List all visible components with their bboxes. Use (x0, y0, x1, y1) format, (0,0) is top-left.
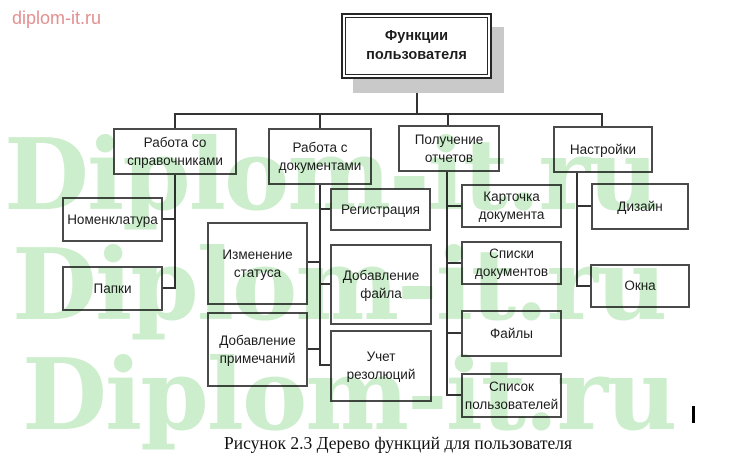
node-folders: Папки (62, 266, 163, 311)
node-resolutions: Учет резолюций (330, 330, 432, 402)
connector-drop-references (174, 113, 176, 130)
text-cursor (692, 406, 695, 423)
node-nomenclature: Номенклатура (62, 197, 163, 242)
figure-caption: Рисунок 2.3 Дерево функций для пользоват… (224, 433, 573, 453)
connector-stub-status-change (307, 261, 321, 263)
node-label: Настройки (569, 141, 637, 157)
connector-stub-windows (576, 285, 592, 287)
connector-reports-trunk (446, 172, 448, 396)
connector-drop-reports (447, 113, 449, 127)
node-files: Файлы (461, 310, 562, 357)
node-label: Добавление примечаний (219, 332, 296, 366)
connector-stub-user-list (446, 394, 463, 396)
connector-stub-add-notes (307, 348, 321, 350)
node-work-with-references: Работа со справочниками (113, 128, 237, 175)
connector-drop-settings (601, 113, 603, 128)
connector-stub-nomenclature (162, 218, 176, 220)
node-label: Номенклатура (67, 211, 158, 227)
node-label: Папки (93, 280, 132, 296)
node-label: Регистрация (341, 201, 420, 217)
node-doc-card: Карточка документа (461, 184, 562, 228)
node-label: Изменение статуса (222, 246, 293, 280)
node-label: Работа с документами (278, 139, 362, 173)
node-label: Списки документов (475, 246, 548, 279)
connector-documents-trunk (319, 185, 321, 366)
connector-drop-documents (319, 113, 321, 130)
connector-references-trunk (174, 175, 176, 289)
node-design: Дизайн (591, 183, 689, 230)
connector-stub-add-file (319, 283, 332, 285)
node-windows: Окна (590, 264, 690, 308)
node-doc-lists: Списки документов (461, 241, 562, 285)
node-label: Дизайн (617, 198, 663, 214)
node-work-with-documents: Работа с документами (268, 128, 372, 185)
node-registration: Регистрация (330, 188, 431, 231)
node-get-reports: Получение отчетов (398, 125, 500, 172)
node-label: Функции пользователя (366, 28, 467, 63)
connector-stub-design (576, 205, 593, 207)
connector-settings-trunk (576, 173, 578, 287)
connector-stub-doc-card (446, 205, 463, 207)
node-label: Работа со справочниками (127, 134, 223, 168)
node-label: Добавление файла (342, 267, 420, 301)
connector-stub-registration (319, 208, 332, 210)
node-user-functions: Функции пользователя (341, 13, 492, 79)
connector-stub-resolutions (319, 364, 332, 366)
node-label: Получение отчетов (414, 131, 484, 165)
node-label: Файлы (490, 325, 533, 341)
node-label: Список пользователей (464, 378, 559, 412)
node-label: Карточка документа (478, 189, 545, 222)
connector-stub-folders (162, 287, 176, 289)
connector-trunk (174, 113, 603, 115)
corner-watermark: diplom-it.ru (12, 8, 102, 28)
node-user-list: Список пользователей (461, 373, 562, 418)
connector-stub-files (446, 332, 463, 334)
node-add-notes: Добавление примечаний (207, 312, 308, 387)
node-label: Окна (624, 278, 656, 294)
node-label: Учет резолюций (346, 349, 416, 382)
node-add-file: Добавление файла (330, 244, 432, 325)
node-settings: Настройки (553, 126, 653, 173)
connector-stub-doc-lists (446, 262, 463, 264)
connector-root-drop (416, 79, 418, 115)
node-status-change: Изменение статуса (207, 222, 308, 305)
